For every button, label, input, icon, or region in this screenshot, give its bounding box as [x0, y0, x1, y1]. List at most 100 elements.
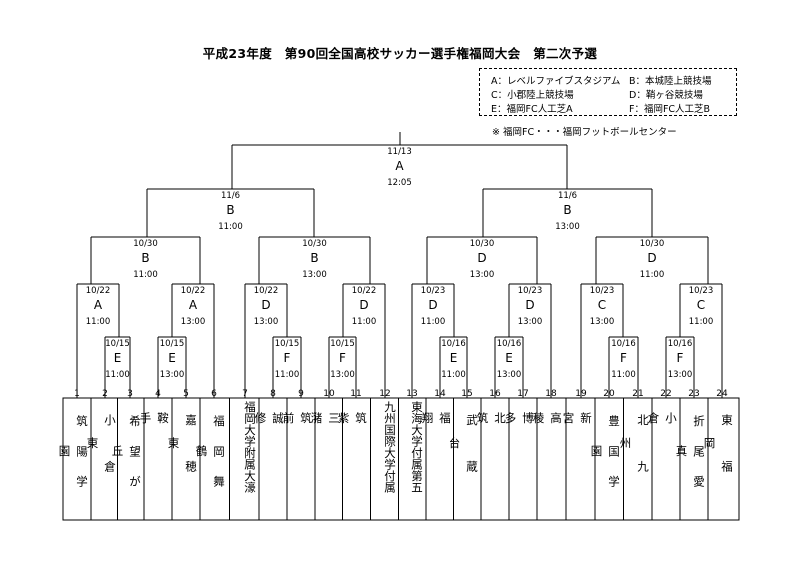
team-name: 九州国際大学付属 [383, 401, 397, 493]
legend-venue-e: E：福岡FC人工芝A [491, 104, 573, 115]
match-time: 13:00 [497, 370, 522, 380]
team-slot-number: 17 [517, 389, 528, 399]
team-name: 折尾愛真 [674, 414, 707, 506]
match-date: 10/16 [668, 339, 693, 349]
match-venue: F [677, 351, 684, 365]
team-slot-number: 21 [632, 389, 643, 399]
match-date: 10/15 [275, 339, 300, 349]
match-venue: E [114, 351, 122, 365]
match-time: 11:00 [689, 317, 714, 327]
match-date: 10/15 [105, 339, 130, 349]
team-name: 小倉東 [85, 413, 118, 507]
legend-venue-f: F：福岡FC人工芝B [629, 104, 711, 115]
team-slot-number: 14 [434, 389, 446, 399]
team-name: 嘉穂東 [166, 413, 199, 507]
match-date: 10/22 [181, 286, 206, 296]
match-time: 11:00 [218, 222, 243, 232]
match-venue: D [477, 251, 486, 265]
team-slot-number: 24 [716, 389, 728, 399]
match-venue: A [395, 159, 404, 173]
match-time: 13:00 [181, 317, 206, 327]
team-slot-number: 6 [211, 389, 217, 399]
footnote: ※ 福岡FC・・・福岡フットボールセンター [492, 127, 677, 138]
match-time: 13:00 [302, 270, 327, 280]
match-venue: C [598, 298, 606, 312]
match-time: 13:00 [254, 317, 279, 327]
match-venue: B [226, 203, 234, 217]
team-name: 東福岡 [702, 413, 735, 507]
match-date: 10/16 [611, 339, 636, 349]
match-venue: E [505, 351, 513, 365]
match-time: 13:00 [590, 317, 615, 327]
team-slot-number: 1 [74, 389, 80, 399]
team-slot-number: 15 [461, 389, 472, 399]
match-date: 10/15 [160, 339, 185, 349]
match-time: 13:00 [330, 370, 355, 380]
team-name: 武蔵台 [447, 413, 480, 507]
team-slot-number: 23 [688, 389, 699, 399]
team-slot-number: 8 [270, 389, 276, 399]
team-name: 東海大学付属第五 [410, 401, 424, 493]
match-time: 13:00 [555, 222, 580, 232]
match-venue: F [284, 351, 291, 365]
match-date: 10/30 [470, 239, 495, 249]
team-slot-number: 11 [350, 389, 361, 399]
team-table [62, 397, 740, 521]
match-venue: D [428, 298, 437, 312]
match-date: 11/13 [387, 147, 412, 157]
match-date: 10/22 [352, 286, 377, 296]
team-slot-number: 4 [155, 389, 161, 399]
match-venue: B [141, 251, 149, 265]
team-slot-number: 12 [379, 389, 390, 399]
legend-venue-b: B：本城陸上競技場 [629, 76, 712, 87]
match-time: 11:00 [86, 317, 111, 327]
match-time: 11:00 [133, 270, 158, 280]
match-date: 10/22 [254, 286, 279, 296]
team-slot-number: 19 [575, 389, 587, 399]
match-time: 13:00 [668, 370, 693, 380]
team-name: 新宮 [561, 412, 594, 508]
match-date: 10/30 [302, 239, 327, 249]
match-venue: E [450, 351, 458, 365]
team-name: 筑前 [281, 412, 314, 508]
team-name: 北九州 [618, 413, 651, 507]
venue-legend: A：レベルファイブスタジアム B：本城陸上競技場 C：小郡陸上競技場 D：鞘ヶ谷… [479, 68, 737, 116]
match-date: 10/22 [86, 286, 111, 296]
team-slot-number: 20 [603, 389, 615, 399]
team-name: 福岡舞鶴 [194, 414, 227, 506]
team-slot-number: 22 [660, 389, 671, 399]
match-date: 10/30 [133, 239, 158, 249]
match-venue: B [563, 203, 571, 217]
team-slot-number: 10 [323, 389, 335, 399]
team-slot-number: 7 [242, 389, 248, 399]
match-venue: A [189, 298, 198, 312]
team-name: 小倉 [646, 412, 679, 508]
team-name: 三潴 [309, 412, 342, 508]
team-name: 博多 [503, 412, 536, 508]
team-slot-number: 2 [102, 389, 108, 399]
match-date: 10/23 [689, 286, 714, 296]
team-name: 豊国学園 [589, 414, 622, 506]
legend-venue-d: D：鞘ヶ谷競技場 [629, 90, 703, 101]
team-slot-number: 13 [406, 389, 417, 399]
team-name: 福翔 [420, 412, 453, 508]
team-name: 鞍手 [138, 412, 171, 508]
legend-venue-a: A：レベルファイブスタジアム [491, 76, 621, 87]
team-name: 希望が丘 [110, 414, 143, 506]
match-venue: D [359, 298, 368, 312]
team-slot-number: 16 [489, 389, 501, 399]
team-name: 福岡大学附属大濠 [243, 401, 257, 493]
team-name: 北筑 [475, 412, 508, 508]
match-time: 13:00 [518, 317, 543, 327]
match-date: 11/6 [558, 191, 577, 201]
match-time: 11:00 [611, 370, 636, 380]
match-time: 11:00 [275, 370, 300, 380]
team-slot-number: 9 [298, 389, 304, 399]
match-venue: C [697, 298, 705, 312]
match-venue: D [261, 298, 270, 312]
match-venue: D [525, 298, 534, 312]
team-name: 筑陽学園 [57, 414, 90, 506]
match-date: 10/30 [640, 239, 665, 249]
match-venue: E [168, 351, 176, 365]
